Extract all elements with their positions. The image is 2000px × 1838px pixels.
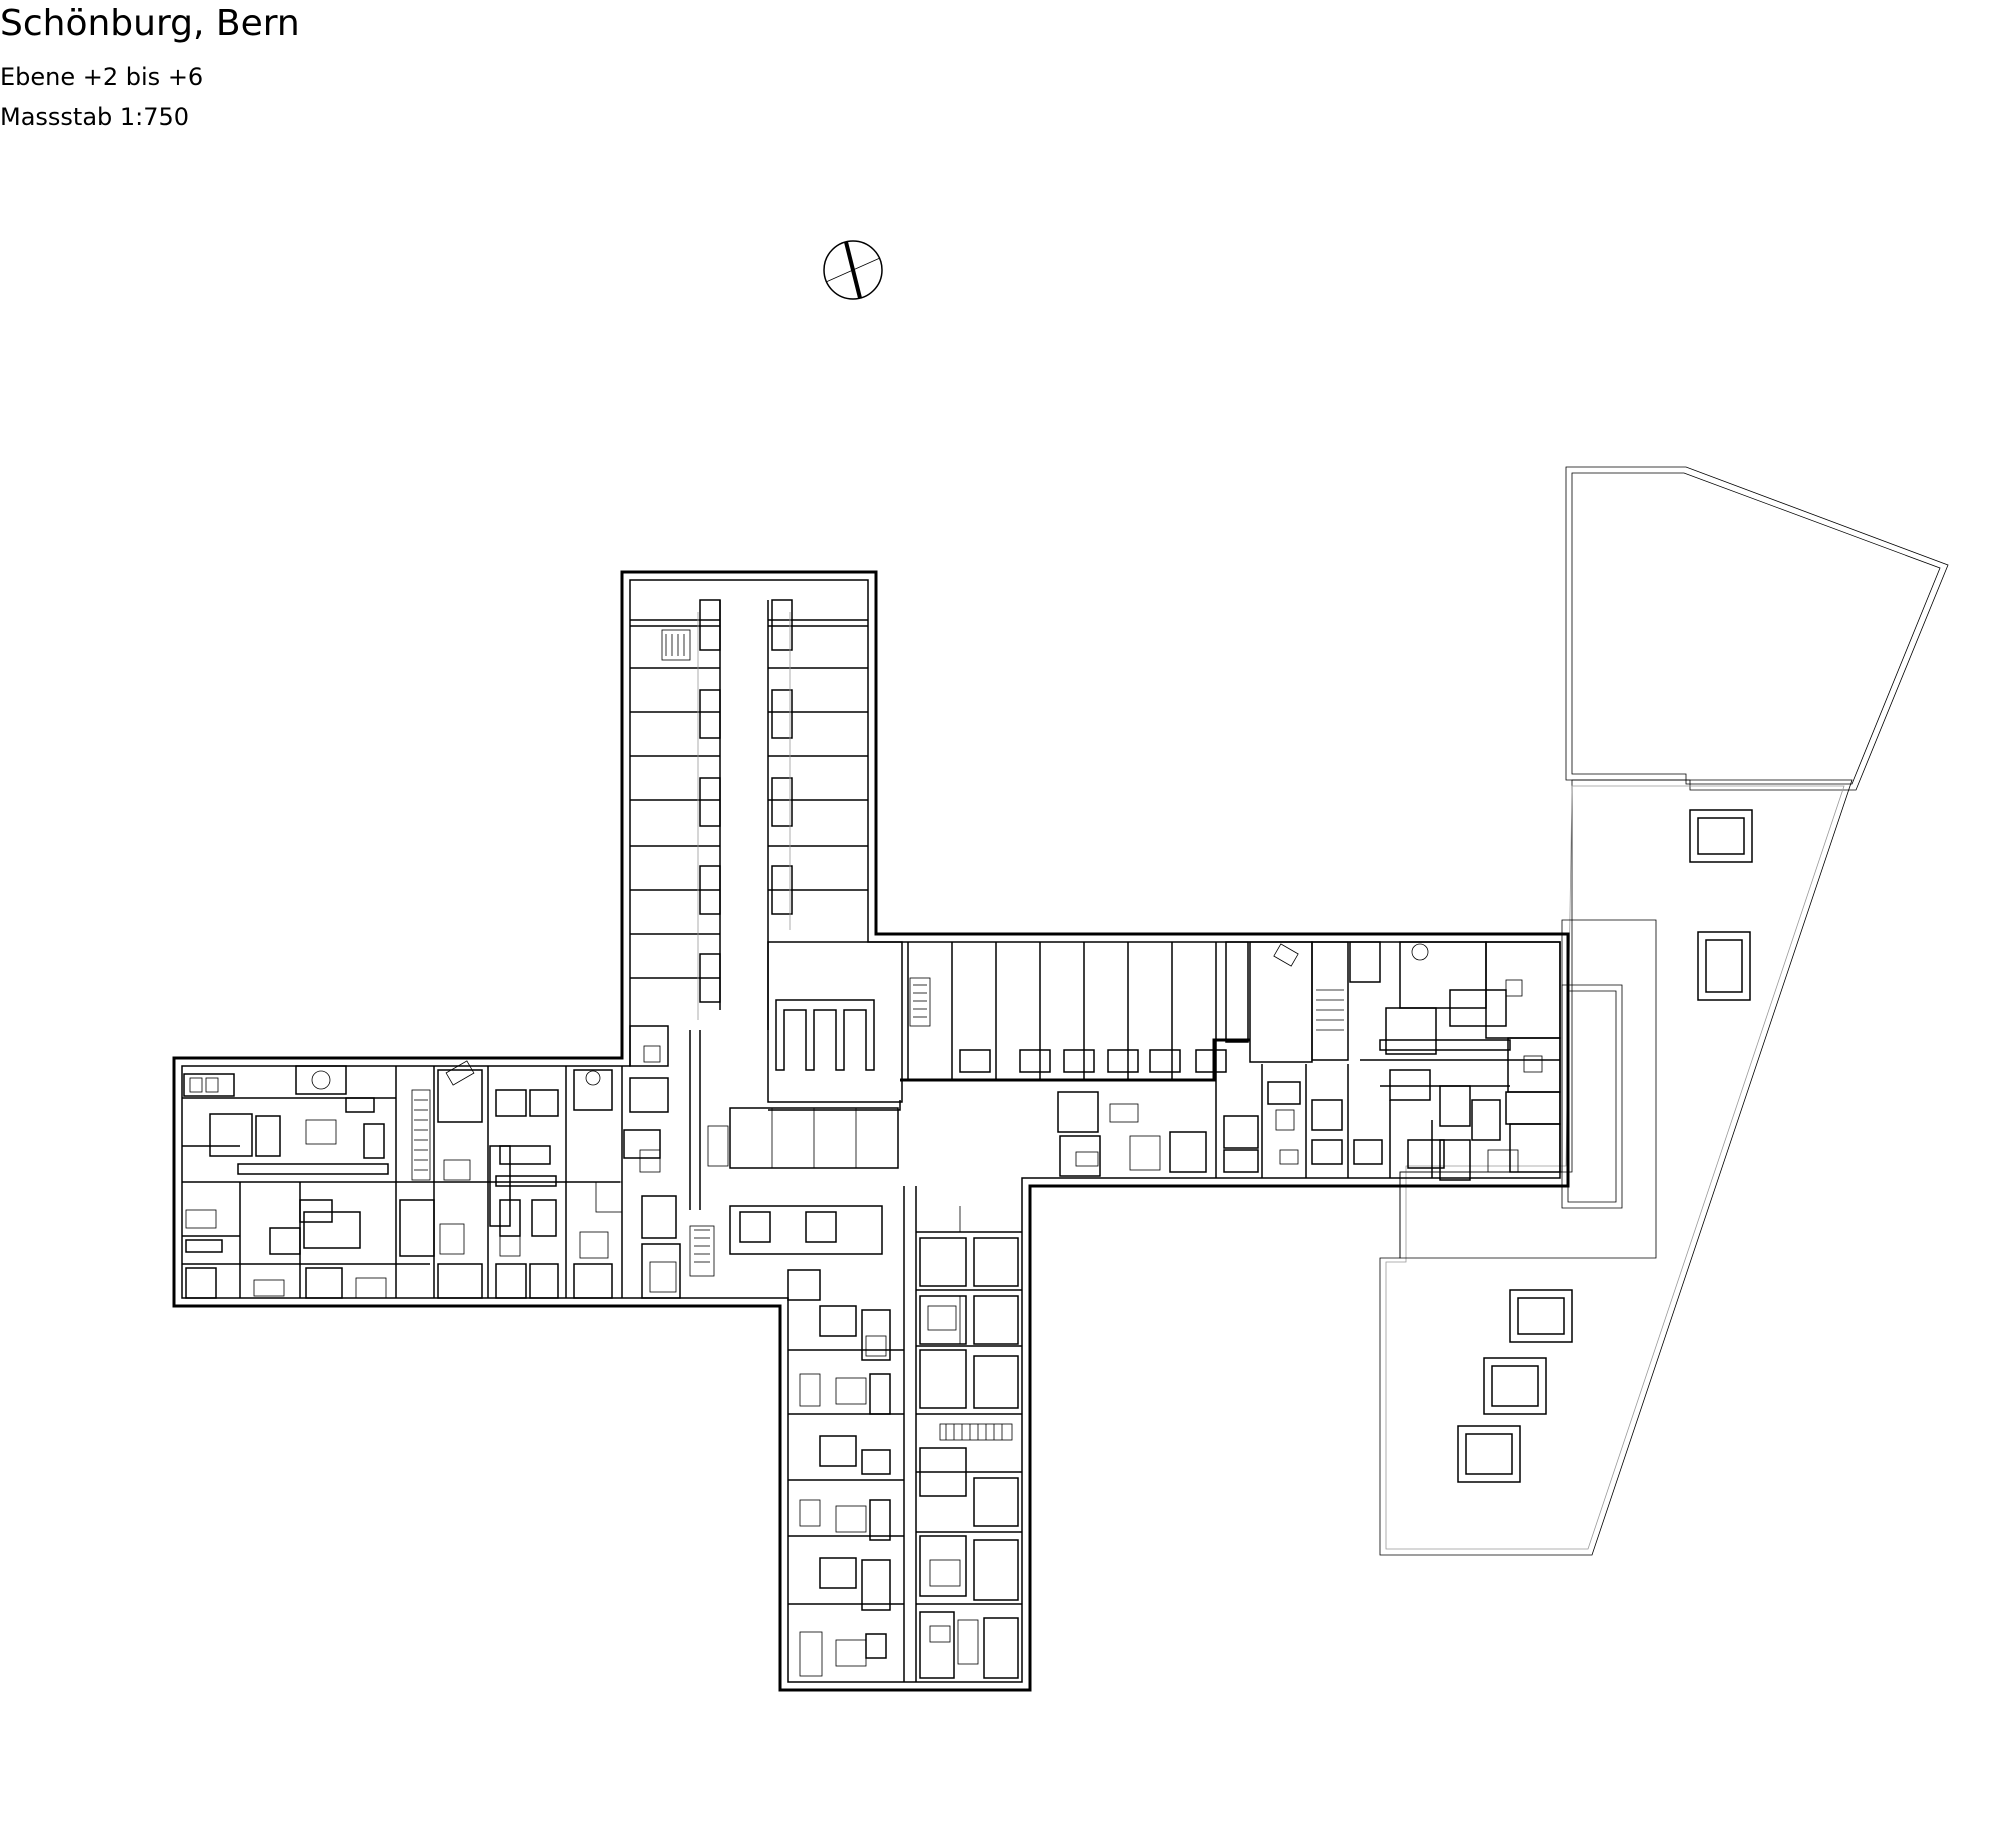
drawing-title: Schönburg, Bern xyxy=(0,3,300,44)
terrace-outline xyxy=(1379,466,1949,1556)
drawing-scale: Massstab 1:750 xyxy=(0,103,190,131)
central-core xyxy=(689,941,903,1301)
skylights xyxy=(1457,809,1753,1483)
west-wing xyxy=(182,1025,729,1299)
building-outline xyxy=(172,570,1570,1692)
east-wing xyxy=(900,941,1561,1181)
south-wing xyxy=(788,1186,1022,1682)
north-arrow-icon xyxy=(823,240,883,300)
north-wing xyxy=(630,599,868,1030)
drawing-level: Ebene +2 bis +6 xyxy=(0,63,204,91)
